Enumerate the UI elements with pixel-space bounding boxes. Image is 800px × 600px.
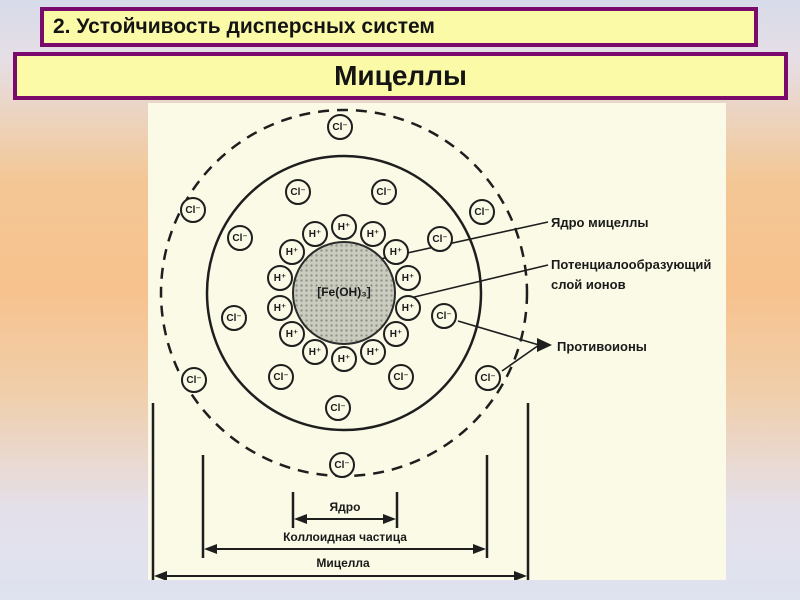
counterion-arrowhead [537, 338, 552, 352]
h-ion: H⁺ [331, 346, 357, 372]
slide-title: 2. Устойчивость дисперсных систем [53, 15, 435, 38]
h-ion: H⁺ [383, 321, 409, 347]
cl-ion-adsorbed: Cl⁻ [268, 364, 294, 390]
cl-ion-adsorbed: Cl⁻ [285, 179, 311, 205]
h-ion: H⁺ [360, 221, 386, 247]
measure-core: Ядро [329, 500, 361, 514]
h-ion: H⁺ [302, 339, 328, 365]
micelle-core-circle [292, 241, 396, 345]
section-title-bar: Мицеллы [13, 52, 788, 100]
pointer-counterion-1 [457, 320, 540, 346]
h-ion: H⁺ [302, 221, 328, 247]
label-layer-line1: Потенциалообразующий [551, 257, 712, 272]
pointer-counterion-2 [501, 344, 540, 372]
label-core: Ядро мицеллы [551, 215, 649, 230]
cl-ion-adsorbed: Cl⁻ [221, 305, 247, 331]
measure-micelle: Мицелла [316, 556, 370, 570]
h-ion: H⁺ [267, 265, 293, 291]
cl-ion-diffuse: Cl⁻ [469, 199, 495, 225]
h-ion: H⁺ [267, 295, 293, 321]
pointer-layer [405, 264, 549, 300]
cl-ion-diffuse: Cl⁻ [329, 452, 355, 478]
label-counterions: Противоионы [557, 339, 647, 354]
h-ion: H⁺ [279, 239, 305, 265]
cl-ion-diffuse: Cl⁻ [181, 367, 207, 393]
micelle-diagram: [Fe(OH)₃] H⁺H⁺H⁺H⁺H⁺H⁺H⁺H⁺H⁺H⁺H⁺H⁺H⁺H⁺Cl… [148, 103, 726, 580]
cl-ion-diffuse: Cl⁻ [327, 114, 353, 140]
cl-ion-diffuse: Cl⁻ [475, 365, 501, 391]
solid-particle-circle [205, 154, 483, 432]
h-ion: H⁺ [383, 239, 409, 265]
measure-colloidal-particle: Коллоидная частица [283, 530, 407, 544]
h-ion: H⁺ [360, 339, 386, 365]
slide-title-bar: 2. Устойчивость дисперсных систем [40, 7, 758, 47]
label-layer-line2: слой ионов [551, 277, 626, 292]
section-title: Мицеллы [334, 60, 467, 91]
cl-ion-adsorbed: Cl⁻ [427, 226, 453, 252]
cl-ion-adsorbed: Cl⁻ [431, 303, 457, 329]
cl-ion-adsorbed: Cl⁻ [227, 225, 253, 251]
h-ion: H⁺ [395, 265, 421, 291]
cl-ion-adsorbed: Cl⁻ [371, 179, 397, 205]
cl-ion-adsorbed: Cl⁻ [325, 395, 351, 421]
h-ion: H⁺ [279, 321, 305, 347]
cl-ion-diffuse: Cl⁻ [180, 197, 206, 223]
cl-ion-adsorbed: Cl⁻ [388, 364, 414, 390]
core-formula: [Fe(OH)₃] [317, 285, 371, 299]
h-ion: H⁺ [331, 214, 357, 240]
h-ion: H⁺ [395, 295, 421, 321]
